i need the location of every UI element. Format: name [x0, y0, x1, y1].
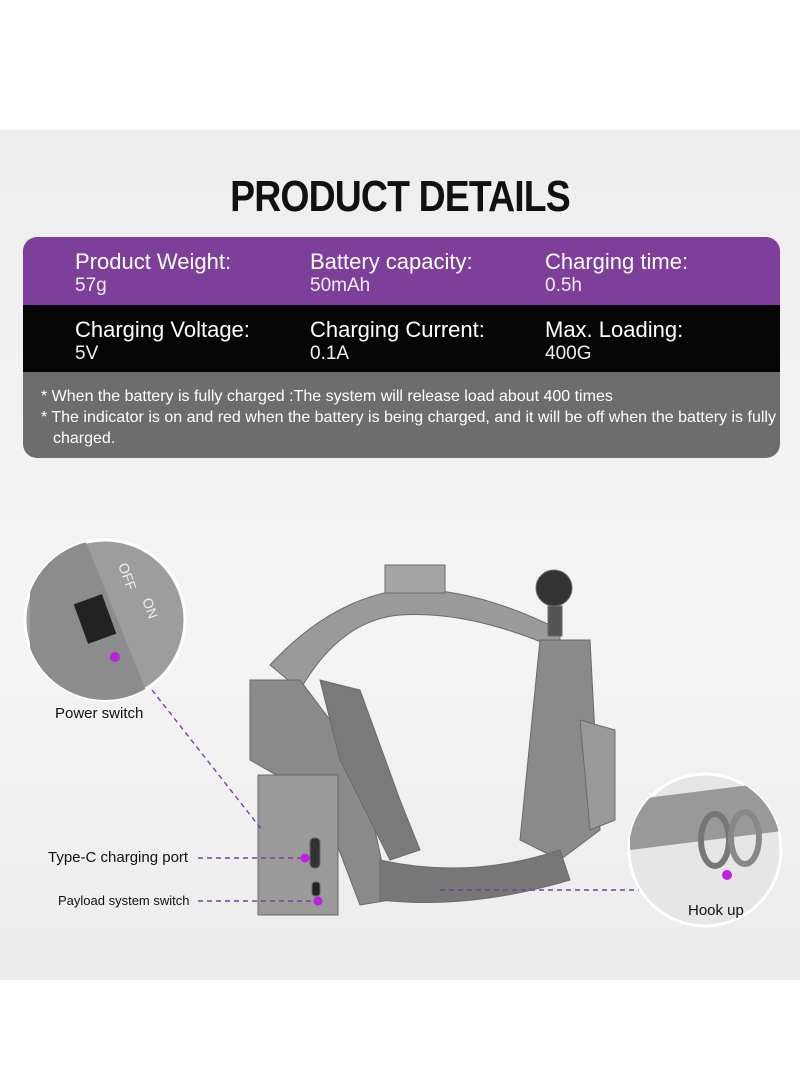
payload-switch-label: Payload system switch: [58, 893, 190, 908]
spec-voltage: Charging Voltage:5V: [75, 305, 310, 372]
page-title: PRODUCT DETAILS: [230, 172, 571, 221]
hook-callout: [627, 772, 783, 928]
spec-value: 5V: [75, 343, 99, 364]
spec-current: Charging Current:0.1A: [310, 305, 545, 372]
spec-label: Product Weight:: [75, 249, 232, 274]
note: * When the battery is fully charged :The…: [41, 388, 613, 405]
marker-dot: [110, 652, 120, 662]
specs-row: Charging Voltage:5V Charging Current:0.1…: [23, 305, 780, 372]
spec-value: 57g: [75, 275, 107, 296]
notes: * When the battery is fully charged :The…: [23, 372, 780, 458]
spec-value: 0.1A: [310, 343, 350, 364]
spec-label: Max. Loading:: [545, 317, 684, 342]
spec-weight: Product Weight:57g: [75, 237, 310, 305]
spec-battery: Battery capacity:50mAh: [310, 237, 545, 305]
power-switch-callout: OFF ON: [23, 538, 187, 702]
spec-value: 0.5h: [545, 275, 582, 296]
type-c-label: Type-C charging port: [48, 849, 189, 866]
spec-max-loading: Max. Loading:400G: [545, 305, 780, 372]
spec-charging-time: Charging time:0.5h: [545, 237, 780, 305]
power-switch-label: Power switch: [55, 705, 144, 722]
spec-label: Battery capacity:: [310, 249, 473, 274]
spec-label: Charging time:: [545, 249, 689, 274]
marker-dot: [722, 870, 732, 880]
hook-up-label: Hook up: [688, 902, 744, 919]
specs-row: Product Weight:57g Battery capacity:50mA…: [23, 237, 780, 305]
spec-label: Charging Current:: [310, 317, 485, 342]
spec-label: Charging Voltage:: [75, 317, 250, 342]
specs-table: Product Weight:57g Battery capacity:50mA…: [23, 237, 780, 458]
spec-value: 50mAh: [310, 275, 371, 296]
bracket-image: [249, 564, 616, 916]
note: * The indicator is on and red when the b…: [41, 409, 776, 447]
on-label: ON: [139, 596, 161, 621]
spec-value: 400G: [545, 343, 592, 364]
